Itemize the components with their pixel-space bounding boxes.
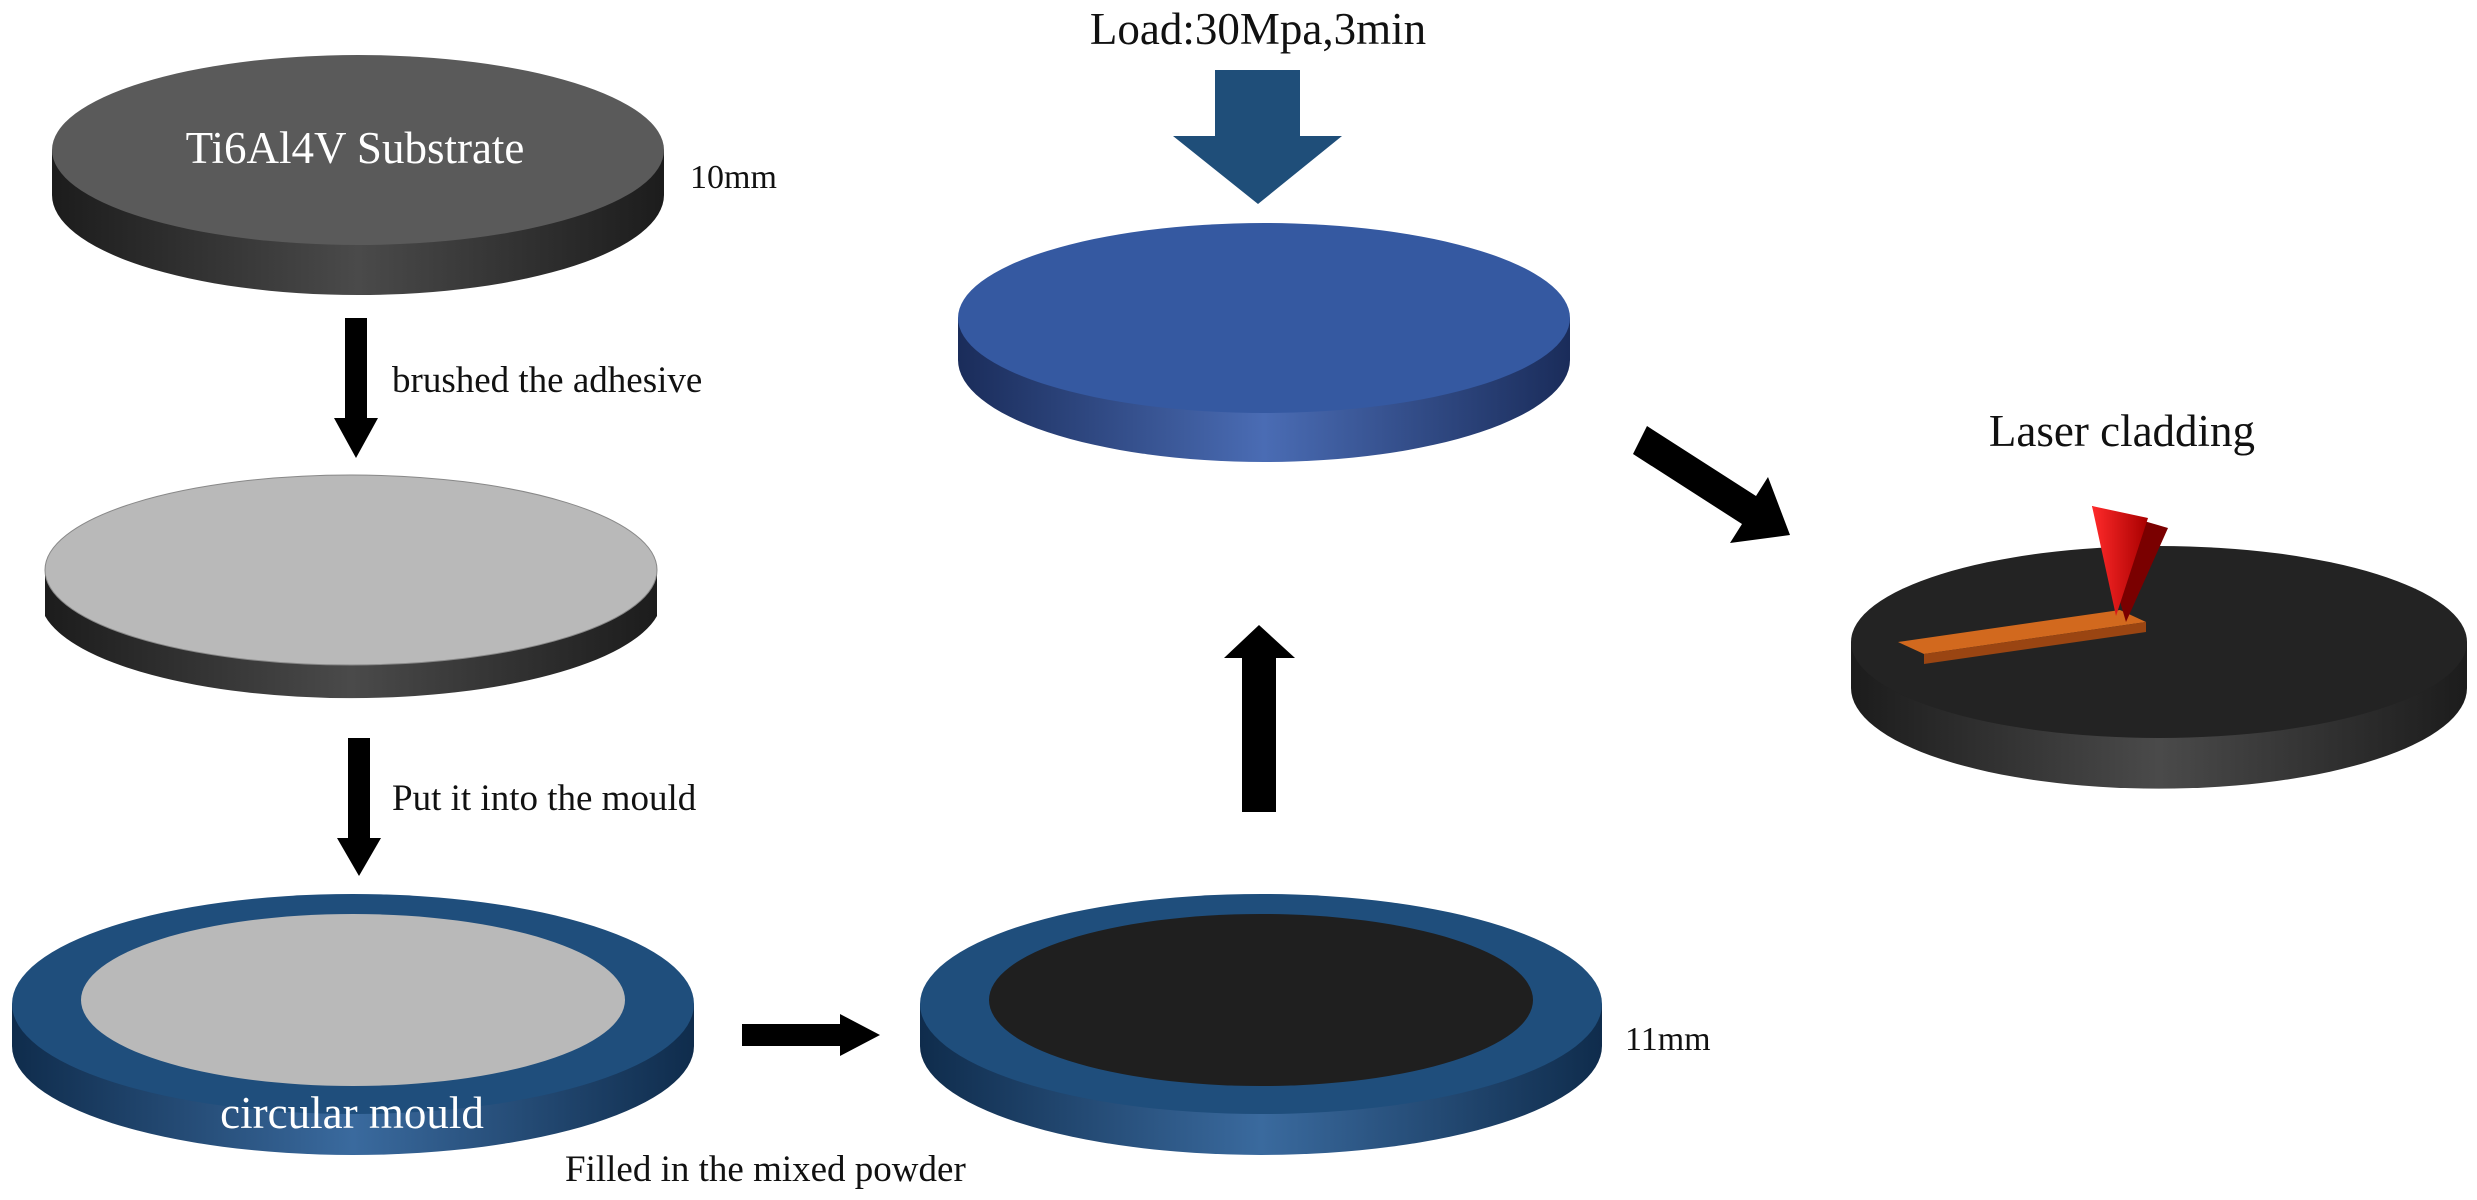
cladding-disc bbox=[1851, 546, 2467, 789]
mould-disc bbox=[12, 894, 694, 1155]
arrow-up bbox=[1224, 625, 1295, 812]
load-label: Load:30Mpa,3min bbox=[1090, 4, 1426, 54]
substrate-label: Ti6Al4V Substrate bbox=[186, 123, 525, 173]
step-adhesive-label: brushed the adhesive bbox=[392, 360, 702, 401]
step-powder-label: Filled in the mixed powder bbox=[565, 1149, 966, 1190]
arrow-down-1 bbox=[334, 318, 378, 458]
cladding-track bbox=[1898, 610, 2146, 664]
pressed-disc bbox=[958, 223, 1570, 462]
mould-label: circular mould bbox=[220, 1088, 484, 1138]
powder-mould-disc bbox=[920, 894, 1602, 1155]
mould-thickness-label: 11mm bbox=[1625, 1021, 1711, 1058]
step-mould-label: Put it into the mould bbox=[392, 778, 697, 819]
load-arrow bbox=[1173, 70, 1342, 204]
substrate-disc bbox=[52, 55, 664, 295]
arrow-right-1 bbox=[742, 1014, 880, 1056]
laser-beam bbox=[2092, 506, 2168, 622]
arrow-diagonal bbox=[1633, 426, 1790, 543]
arrow-down-2 bbox=[337, 738, 381, 876]
laser-label: Laser cladding bbox=[1989, 406, 2255, 456]
substrate-thickness-label: 10mm bbox=[690, 159, 777, 196]
adhesive-disc bbox=[44, 474, 658, 699]
